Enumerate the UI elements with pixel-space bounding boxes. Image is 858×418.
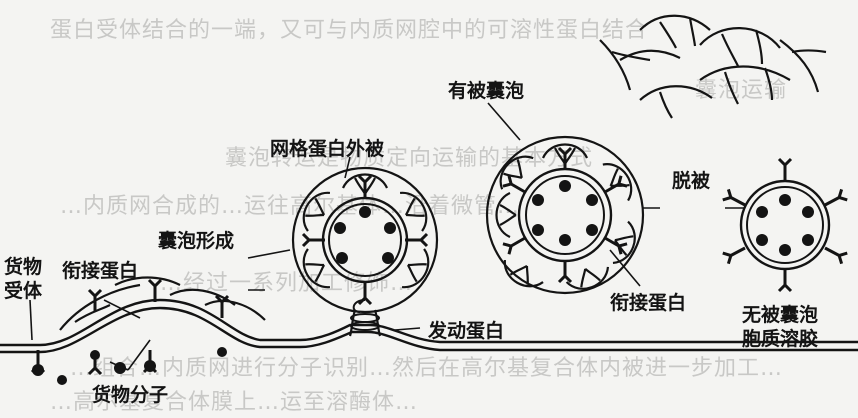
label-clathrin-coat: 网格蛋白外被	[270, 138, 385, 160]
label-uncoating: 脱被	[672, 170, 711, 192]
label-cargo-molecules: 货物分子	[92, 384, 169, 406]
background-text-5: …高尔基复合体膜上…运至溶酶体…	[50, 390, 419, 415]
leader-lines	[29, 102, 744, 371]
background-text-4: …组合…内质网进行分子识别…然后在高尔基复合体内被进一步加工…	[70, 356, 784, 381]
label-cargo-receptor-line2: 受体	[4, 280, 43, 302]
label-coated-vesicle: 有被囊泡	[448, 80, 525, 102]
label-dynamin: 发动蛋白	[428, 320, 505, 342]
label-adaptin-right: 衔接蛋白	[610, 292, 687, 314]
background-text-1: 囊泡转运是物质定向运输的基本方式	[225, 146, 594, 171]
label-adaptin-left: 衔接蛋白	[62, 260, 139, 282]
label-cytosol: 胞质溶胶	[742, 328, 819, 350]
coated-vesicle	[485, 135, 645, 296]
plasma-membrane	[0, 298, 858, 354]
budding-clathrin-coat	[59, 276, 266, 331]
released-clathrin	[599, 14, 827, 119]
background-text-top: 蛋白受体结合的一端，又可与内质网腔中的可溶性蛋白结合	[50, 18, 649, 43]
label-cargo-receptor-line1: 货物	[4, 256, 43, 278]
label-uncoated-vesicle: 无被囊泡	[742, 304, 819, 326]
cargo-molecules-dots	[32, 347, 227, 385]
label-vesicle-formation: 囊泡形成	[158, 230, 235, 252]
forming-vesicle	[291, 166, 439, 337]
uncoated-vesicle	[721, 157, 849, 293]
background-text-2: …内质网合成的…运往高尔基体…沿着微管…	[60, 194, 521, 219]
